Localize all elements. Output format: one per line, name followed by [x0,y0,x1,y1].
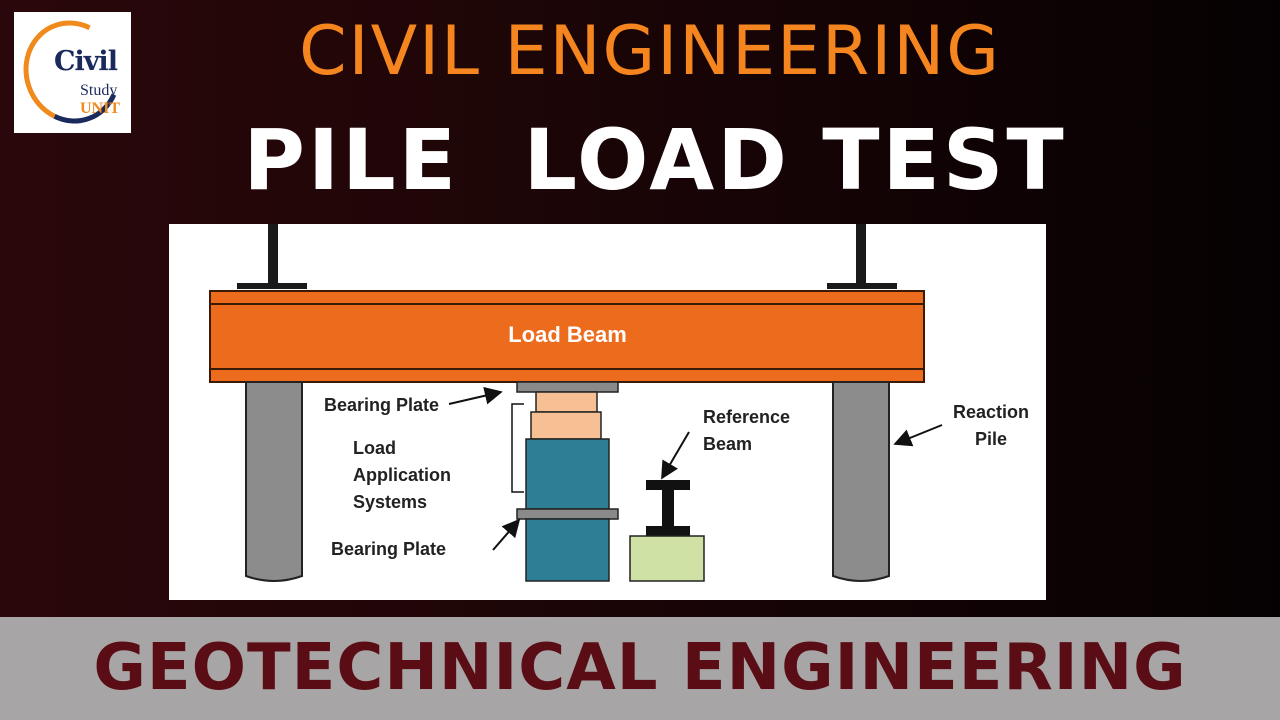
label-load-application-line-1: Load [353,438,396,458]
civil-study-unit-logo: Civil Study UNIT [14,12,131,133]
label-bearing-plate-top: Bearing Plate [324,395,440,415]
reference-beam-bottom-flange [646,526,690,536]
footer-banner: GEOTECHNICAL ENGINEERING [0,617,1280,720]
arrow-reaction-pile [893,424,943,447]
anchor-plate-right [827,283,897,289]
label-reaction-pile: Reaction Pile [953,399,1029,453]
bearing-plate-top [516,381,619,393]
label-reaction-pile-line-1: Reaction [953,402,1030,422]
pile-load-test-diagram: Load Beam Bearing Plate Load Application… [169,224,1046,600]
load-application-bracket [511,403,524,493]
anchor-rod-right [856,224,866,286]
label-reference-beam-line-1: Reference [703,407,791,427]
logo-text-study: Study [80,82,118,99]
arrow-bearing-plate-top [448,386,503,405]
test-pile [525,518,610,582]
diagram-drawing [209,224,943,582]
logo-text-unit: UNIT [80,100,121,117]
bearing-plate-bottom [516,508,619,520]
label-bearing-plate-bottom: Bearing Plate [331,539,447,559]
reaction-pile-right [832,381,890,582]
footer-title: GEOTECHNICAL ENGINEERING [93,631,1187,705]
reference-block [629,535,705,582]
jack-cap-upper [535,391,598,413]
label-load-application-line-2: Application [353,465,451,485]
jack-cap-lower [530,411,602,440]
reference-beam-web [662,490,674,528]
label-reference-beam: Reference Beam [703,404,790,458]
reaction-pile-left [245,381,303,582]
label-reaction-pile-line-2: Pile [975,429,1008,449]
load-beam-label: Load Beam [508,322,627,347]
header-subtitle: CIVIL ENGINEERING [299,12,1001,91]
reference-beam-top-flange [646,480,690,490]
label-load-application-line-3: Systems [353,492,428,512]
hydraulic-jack [525,438,610,510]
anchor-rod-left [268,224,278,286]
page-title: PILE LOAD TEST [243,111,1067,209]
logo-text-civil: Civil [54,46,118,77]
label-load-application: Load Application Systems [353,435,451,516]
label-reference-beam-line-2: Beam [703,434,753,454]
arrow-reference-beam [661,431,690,480]
anchor-plate-left [237,283,307,289]
load-beam [209,290,925,383]
arrow-bearing-plate-bottom [492,518,521,551]
